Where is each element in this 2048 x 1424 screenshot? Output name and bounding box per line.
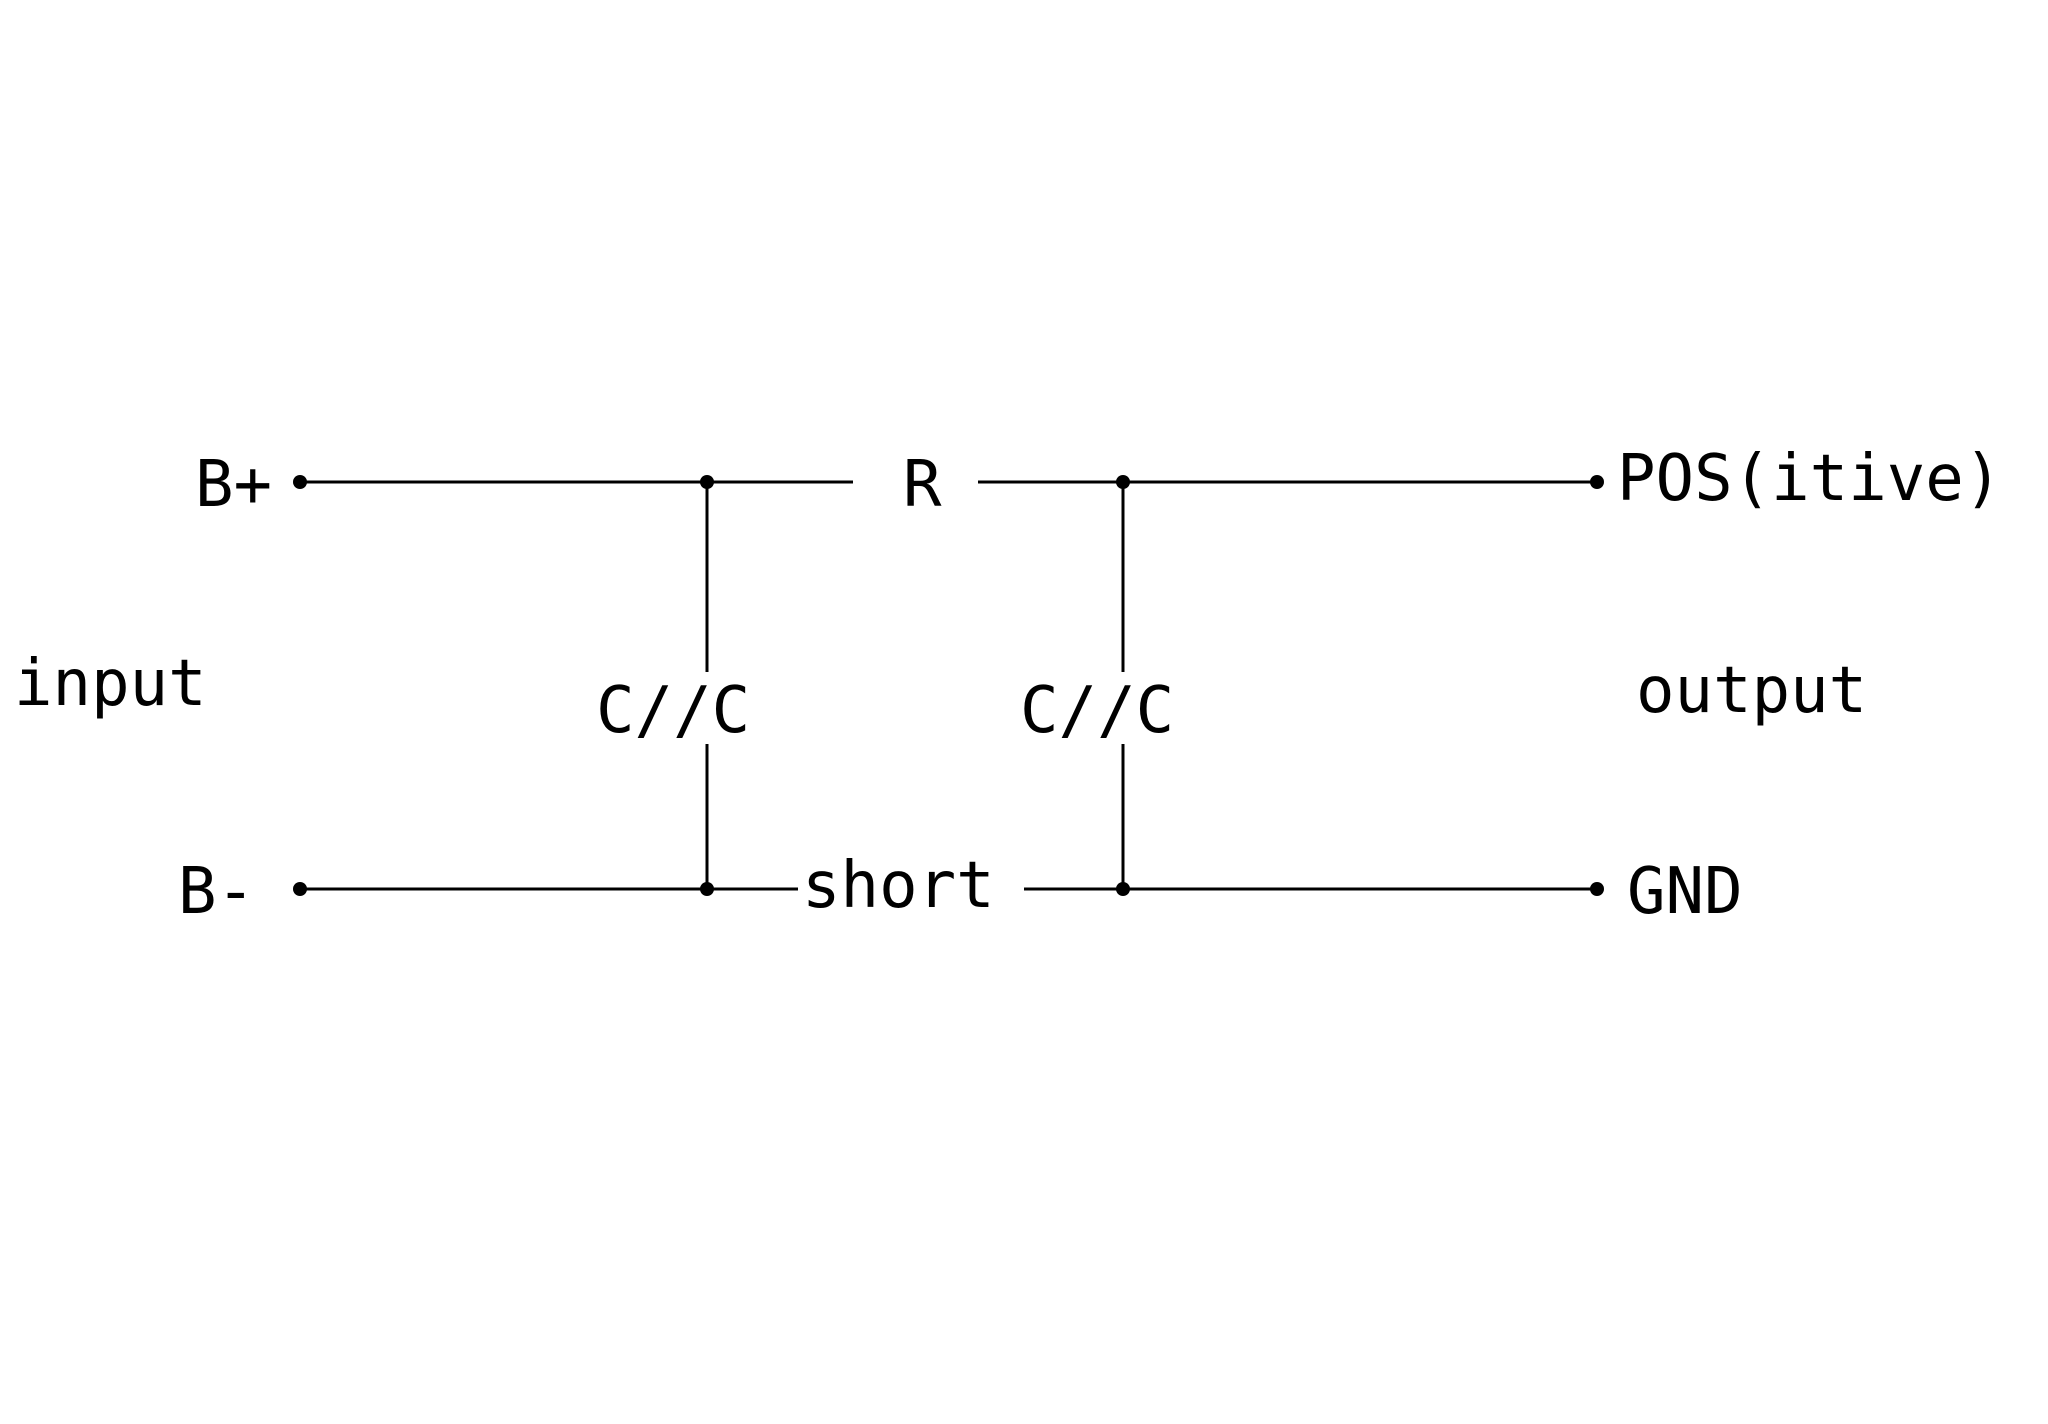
gnd-label: GND	[1627, 855, 1743, 929]
resistor-label: R	[903, 448, 942, 522]
b-plus-terminal-dot	[293, 475, 307, 489]
b-minus-terminal-dot	[293, 882, 307, 896]
b-plus-label: B+	[195, 448, 272, 522]
short-label: short	[802, 849, 995, 923]
pos-terminal-dot	[1590, 475, 1604, 489]
left-top-junction-dot	[700, 475, 714, 489]
output-label: output	[1636, 654, 1867, 728]
gnd-terminal-dot	[1590, 882, 1604, 896]
pos-label: POS(itive)	[1617, 442, 2002, 516]
right-top-junction-dot	[1116, 475, 1130, 489]
input-label: input	[14, 647, 207, 721]
b-minus-label: B-	[178, 855, 255, 929]
left-capacitor-label: C//C	[596, 674, 750, 748]
right-bottom-junction-dot	[1116, 882, 1130, 896]
left-bottom-junction-dot	[700, 882, 714, 896]
right-capacitor-label: C//C	[1020, 674, 1174, 748]
